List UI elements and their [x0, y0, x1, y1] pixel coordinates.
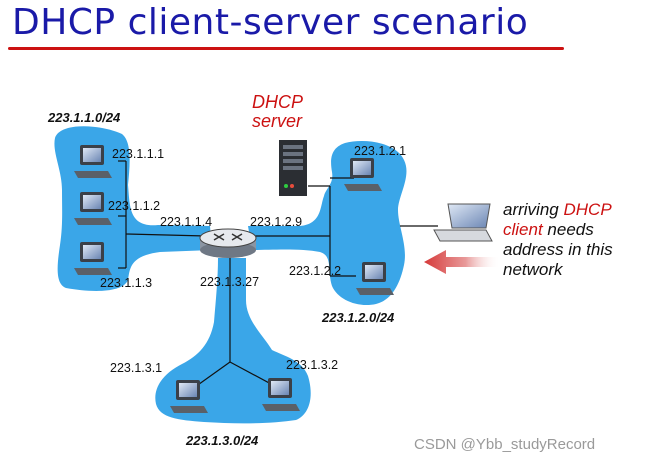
- workstation-icon-223.1.1.3: [74, 242, 112, 275]
- host-label-223.1.3.1: 223.1.3.1: [110, 361, 163, 375]
- host-label-223.1.2.2: 223.1.2.2: [289, 264, 342, 278]
- workstation-icon-223.1.3.1: [170, 380, 208, 413]
- dhcp-server-label: DHCP server: [252, 93, 303, 131]
- caption-dhcp-word: DHCP: [563, 200, 612, 219]
- host-label-223.1.2.1: 223.1.2.1: [354, 144, 407, 158]
- caption-line-2: client needs: [503, 220, 613, 240]
- host-label-223.1.1.1: 223.1.1.1: [112, 147, 165, 161]
- subnet-label-bottom: 223.1.3.0/24: [186, 433, 259, 448]
- host-label-223.1.3.2: 223.1.3.2: [286, 358, 339, 372]
- caption-line-3: address in this: [503, 240, 613, 259]
- router-interface-label: 223.1.3.27: [200, 275, 260, 289]
- router-interface-label: 223.1.1.4: [160, 215, 213, 229]
- title-underline: [8, 47, 564, 50]
- caption-client-word: client: [503, 220, 543, 239]
- link-line: [125, 233, 207, 237]
- router-interface-label: 223.1.2.9: [250, 215, 303, 229]
- slide-title: DHCP client-server scenario: [12, 2, 529, 43]
- caption-word: arriving: [503, 200, 559, 219]
- router-icon: [199, 228, 257, 258]
- dhcp-server-label-line1: DHCP: [252, 92, 304, 112]
- arriving-arrow: [424, 250, 500, 274]
- workstation-icon-223.1.2.2: [356, 262, 394, 295]
- host-label-223.1.1.3: 223.1.1.3: [100, 276, 153, 290]
- host-label-223.1.1.2: 223.1.1.2: [108, 199, 161, 213]
- dhcp-server-label-line2: server: [252, 111, 303, 131]
- workstation-icon-223.1.1.2: [74, 192, 112, 225]
- workstation-icon-223.1.2.1: [344, 158, 382, 191]
- caption-line-4: network: [503, 260, 563, 279]
- caption-line-1: arriving DHCP: [503, 200, 613, 220]
- dhcp-server-icon: [279, 140, 307, 196]
- arriving-client-caption: arriving DHCP client needs address in th…: [503, 200, 613, 280]
- subnet-label-left: 223.1.1.0/24: [48, 110, 121, 125]
- workstation-icon-223.1.1.1: [74, 145, 112, 178]
- watermark: CSDN @Ybb_studyRecord: [414, 436, 596, 453]
- workstation-icon-223.1.3.2: [262, 378, 300, 411]
- subnet-label-right: 223.1.2.0/24: [322, 310, 395, 325]
- caption-word: needs: [547, 220, 594, 239]
- laptop-icon: [433, 203, 493, 242]
